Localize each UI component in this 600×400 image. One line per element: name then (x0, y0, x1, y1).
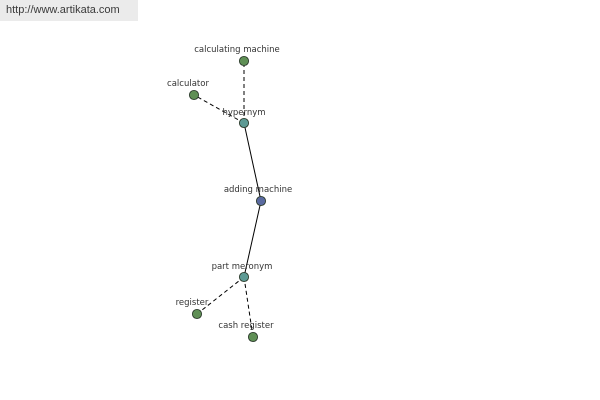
node-label-calculating-machine: calculating machine (194, 45, 280, 55)
node-label-register: register (176, 298, 209, 308)
edge-adding-machine-to-hypernym (243, 122, 262, 202)
node-label-adding-machine: adding machine (224, 185, 292, 195)
edges-layer (193, 61, 262, 338)
edge-adding-machine-to-part-meronym (243, 200, 262, 278)
site-url-link[interactable]: http://www.artikata.com (0, 0, 138, 21)
node-adding-machine[interactable] (255, 195, 267, 207)
node-hypernym[interactable] (238, 117, 250, 129)
node-label-cash-register: cash register (218, 321, 274, 331)
node-cash-register[interactable] (247, 331, 259, 343)
node-calculating-machine[interactable] (238, 55, 250, 67)
edge-part-meronym-to-register (196, 276, 245, 315)
edge-part-meronym-to-cash-register (243, 276, 254, 338)
node-part-meronym[interactable] (238, 271, 250, 283)
edge-hypernym-to-calculator (193, 94, 245, 124)
node-calculator[interactable] (188, 89, 200, 101)
node-label-calculator: calculator (167, 79, 209, 89)
labels-layer: adding machine hypernym part meronym calcul… (167, 45, 292, 331)
nodes-layer (188, 55, 267, 343)
node-label-part-meronym: part meronym (212, 262, 273, 272)
node-label-hypernym: hypernym (222, 108, 265, 118)
node-register[interactable] (191, 308, 203, 320)
